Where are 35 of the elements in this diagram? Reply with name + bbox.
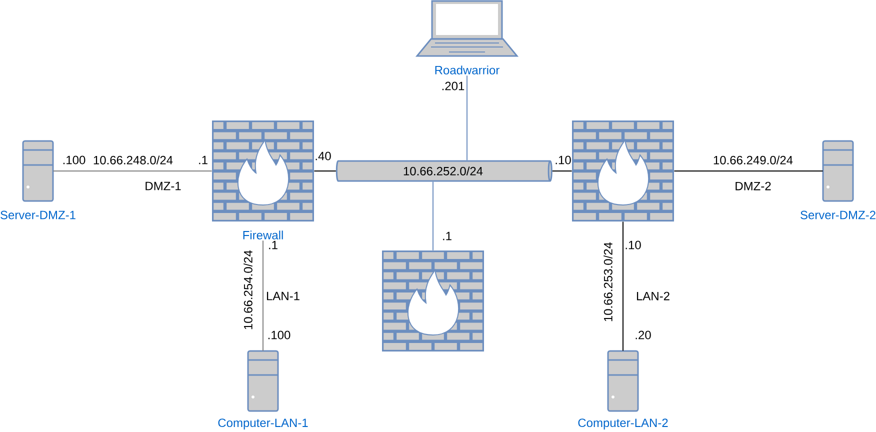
firewall-drawing — [572, 120, 674, 222]
address-label: .20 — [636, 330, 651, 340]
network-bus: 10.66.252.0/24 — [336, 160, 552, 182]
address-label: .10 — [556, 156, 571, 164]
address-label: .10 — [626, 240, 641, 250]
connector-line — [314, 170, 336, 172]
address-label: .100 — [268, 330, 290, 340]
connector-line — [466, 75, 468, 161]
connector-line — [552, 170, 572, 172]
segment-label: LAN-2 — [636, 292, 670, 300]
address-label: .1 — [199, 156, 208, 164]
device-label: Roadwarrior — [435, 66, 500, 74]
connector-line — [622, 221, 624, 352]
connector-line — [52, 170, 212, 172]
address-label: .201 — [442, 82, 464, 90]
edge-label: 10.66.254.0/24 — [242, 248, 254, 332]
device-label: Firewall — [243, 230, 283, 240]
address-label: .40 — [316, 152, 331, 160]
edge-label: 10.66.249.0/24 — [712, 154, 794, 166]
device-label: Server-DMZ-1 — [0, 210, 76, 220]
connector-line — [674, 170, 824, 172]
firewall-drawing — [382, 250, 484, 352]
device-label: Computer-LAN-1 — [218, 418, 308, 430]
device-label: Computer-LAN-2 — [578, 418, 668, 430]
edge-label: 10.66.248.0/24 — [92, 154, 174, 166]
connector-line — [432, 181, 434, 251]
edge-label: 10.66.253.0/24 — [602, 240, 614, 324]
address-label: .1 — [443, 232, 452, 240]
device-label: Server-DMZ-2 — [800, 210, 876, 220]
connector-line — [262, 240, 264, 352]
segment-label: LAN-1 — [266, 292, 300, 300]
segment-label: DMZ-1 — [146, 182, 181, 190]
address-label: .1 — [269, 240, 278, 250]
address-label: .100 — [63, 156, 86, 164]
segment-label: DMZ-2 — [736, 182, 771, 190]
